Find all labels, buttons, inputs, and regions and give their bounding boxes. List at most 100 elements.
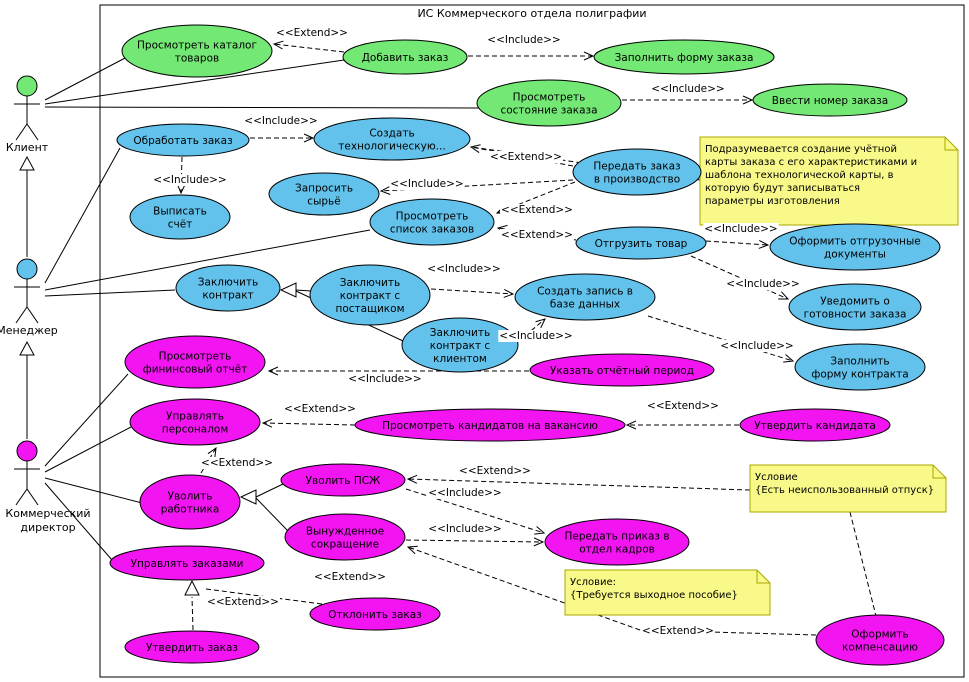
use-case-ellipse (280, 463, 406, 497)
use-case-ellipse (794, 343, 926, 391)
label-backing (489, 151, 563, 163)
note-text: {Требуется выходное пособие} (570, 590, 738, 601)
use-case-label: Отклонить заказ (328, 609, 422, 621)
use-case-ellipse (354, 408, 626, 442)
use-case: Утвердить заказ (124, 630, 260, 664)
association-edge (44, 373, 129, 467)
use-case-ellipse (739, 408, 891, 442)
stereotype-label: <<Extend>> (207, 596, 279, 608)
use-case-ellipse (769, 223, 941, 271)
actor-label: Менеджер (0, 324, 58, 337)
dependency-edge (406, 545, 641, 631)
label-backing (650, 83, 726, 95)
label-backing (389, 178, 465, 190)
stereotype-label: <<Extend>> (490, 151, 562, 163)
stereotype-label: <<Include>> (427, 263, 500, 275)
label-backing (719, 340, 795, 352)
use-case-label: Утвердить заказ (146, 642, 238, 654)
use-case-ellipse (139, 474, 241, 530)
use-case-ellipse (116, 123, 250, 157)
dependency-edge (405, 537, 545, 547)
actor-leg-icon (26, 123, 39, 141)
actor-head-icon (16, 440, 38, 462)
label-backing (313, 571, 387, 583)
generalization-triangle-icon (184, 579, 200, 596)
use-case: Добавить заказ (342, 39, 468, 75)
note-body (699, 136, 959, 226)
dependency-edge (272, 40, 345, 53)
label-backing (243, 115, 319, 127)
use-case-ellipse (476, 79, 622, 127)
use-case-ellipse (175, 264, 281, 312)
association-edge (44, 426, 132, 473)
use-case: Ввести номер заказа (752, 83, 908, 117)
use-case-ellipse (309, 264, 431, 326)
note-fold-icon (944, 137, 958, 151)
stereotype-label: <<Include>> (499, 330, 572, 342)
use-case: Утвердить кандидата (739, 408, 891, 442)
label-backing (646, 400, 720, 412)
use-case-ellipse (313, 117, 471, 161)
stereotype-label: <<Include>> (720, 340, 793, 352)
use-case-ellipse (124, 335, 266, 389)
association-edge (44, 59, 345, 105)
use-case-ellipse (121, 24, 273, 78)
actor-leg-icon (15, 488, 28, 506)
association-edge (255, 483, 284, 498)
stereotype-label: <<Extend>> (459, 465, 531, 477)
use-case-label: Отгрузить товар (595, 238, 688, 250)
note-text: Подразумевается создание учётной (705, 144, 897, 155)
use-case: Отклонить заказ (309, 597, 441, 631)
note: Условие:{Требуется выходное пособие} (564, 569, 771, 616)
association-edge (255, 497, 289, 532)
dependency-edge (406, 474, 751, 491)
label-backing (427, 523, 503, 535)
label-backing (427, 487, 503, 499)
use-case-ellipse (129, 398, 261, 446)
use-case-ellipse (284, 513, 406, 561)
diagram-title: ИС Коммерческого отдела полиграфии (417, 7, 646, 20)
stereotype-label: <<Include>> (704, 223, 777, 235)
generalization-triangle-icon (279, 282, 297, 298)
use-case-ellipse (401, 317, 519, 373)
label-backing (275, 27, 349, 39)
label-backing (703, 223, 779, 235)
note-body (749, 464, 947, 513)
association-edge (44, 229, 371, 291)
use-case-ellipse (369, 198, 495, 246)
use-case-ellipse (309, 597, 441, 631)
dependency-edge (705, 239, 770, 249)
use-case-label: Заполнить форму заказа (615, 52, 754, 64)
label-backing (500, 204, 574, 216)
label-backing (500, 229, 574, 241)
use-case-label: Просмотреть кандидатов на вакансию (382, 420, 598, 432)
stereotype-label: <<Extend>> (501, 204, 573, 216)
stereotype-label: <<Extend>> (201, 457, 273, 469)
note-text: {Есть неиспользованный отпуск} (755, 485, 934, 496)
stereotype-label: <<Extend>> (647, 400, 719, 412)
